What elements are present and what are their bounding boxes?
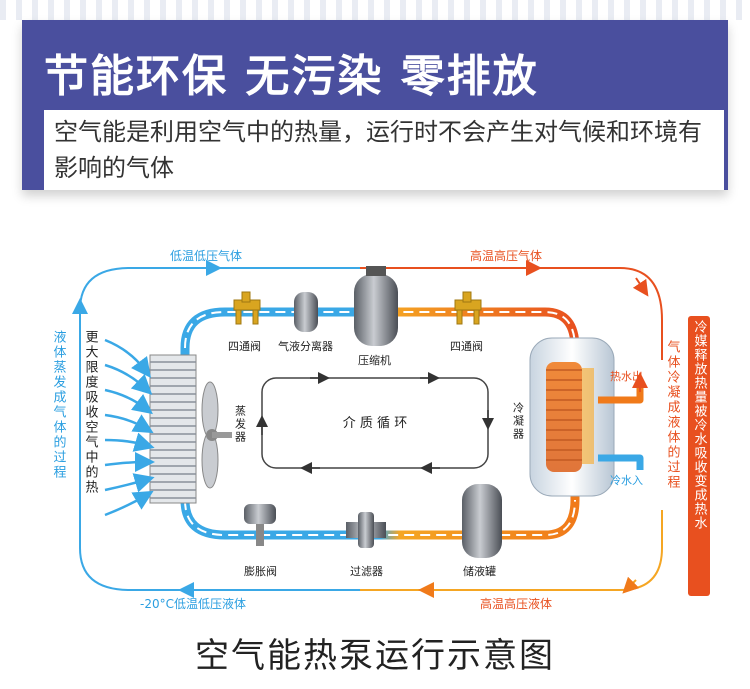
separator-icon: [294, 292, 318, 332]
label-cold-water-in: 冷水入: [610, 474, 643, 487]
four-way-valve-right-icon: [454, 291, 482, 325]
arrow-right-bottom: [622, 576, 640, 594]
diagram-caption: 空气能热泵运行示意图: [195, 636, 555, 676]
cycle-label: 介 质 循 环: [343, 416, 407, 431]
label-left-inner-process: 更大限度吸收空气中的热: [83, 330, 99, 495]
wind-arrows: [104, 338, 155, 517]
expansion-valve-icon: [244, 504, 276, 546]
compressor-icon: [354, 266, 398, 346]
label-filter: 过滤器: [350, 565, 383, 578]
arrow-right-down: [632, 277, 649, 297]
header-banner: 节能环保 无污染 零排放 空气能是利用空气中的热量，运行时不会产生对气候和环境有…: [22, 20, 728, 190]
banner-subtitle: 空气能是利用空气中的热量，运行时不会产生对气候和环境有影响的气体: [44, 110, 724, 190]
label-left-outer-process: 液体蒸发成气体的过程: [51, 330, 67, 480]
pipe-bottom-stripe: [184, 499, 576, 536]
cold-water-in-pipe: [598, 454, 644, 470]
receiver-icon: [462, 484, 502, 558]
label-low-temp-gas: 低温低压气体: [170, 248, 242, 263]
label-four-way-valve-left: 四通阀: [228, 339, 261, 353]
four-way-valve-left-icon: [233, 291, 261, 325]
label-compressor: 压缩机: [358, 353, 391, 367]
label-expansion-valve: 膨胀阀: [244, 564, 277, 578]
outer-loop-right-hot: [360, 510, 663, 591]
label-evaporator: 蒸发器: [234, 405, 247, 444]
label-high-temp-gas: 高温高压气体: [470, 248, 542, 263]
condenser-tank-icon: [529, 337, 615, 497]
label-right-outer-process: 冷媒释放热量被冷水吸收变成热水: [692, 320, 708, 530]
label-receiver: 储液罐: [463, 564, 496, 578]
banner-title: 节能环保 无污染 零排放: [44, 51, 539, 102]
fan-icon: [201, 381, 232, 489]
label-high-temp-liquid: 高温高压液体: [480, 596, 552, 611]
label-condenser: 冷凝器: [512, 402, 525, 441]
filter-icon: [346, 512, 386, 548]
top-stripe-decoration: [0, 0, 750, 20]
label-right-inner-process: 气体冷凝成液体的过程: [665, 339, 681, 490]
outer-loop-top-hot: [360, 267, 663, 360]
label-four-way-valve-right: 四通阀: [450, 339, 483, 353]
hot-water-out-pipe: [598, 372, 648, 404]
pipe-top-stripe: [184, 311, 576, 349]
media-cycle-loop: [256, 372, 494, 474]
label-hot-water-out: 热水出: [610, 369, 643, 383]
heat-pump-diagram: 低温低压气体 高温高压气体 -20°C低温低压液体 高温高压液体 介 质 循 环: [51, 248, 710, 611]
outer-flow-loop: [72, 260, 663, 598]
label-low-temp-liquid: -20°C低温低压液体: [140, 596, 246, 611]
right-outer-badge: [688, 316, 710, 596]
label-separator: 气液分离器: [278, 339, 333, 353]
outer-loop-bottom-cold: [79, 460, 360, 591]
evaporator-coil: [149, 354, 197, 504]
